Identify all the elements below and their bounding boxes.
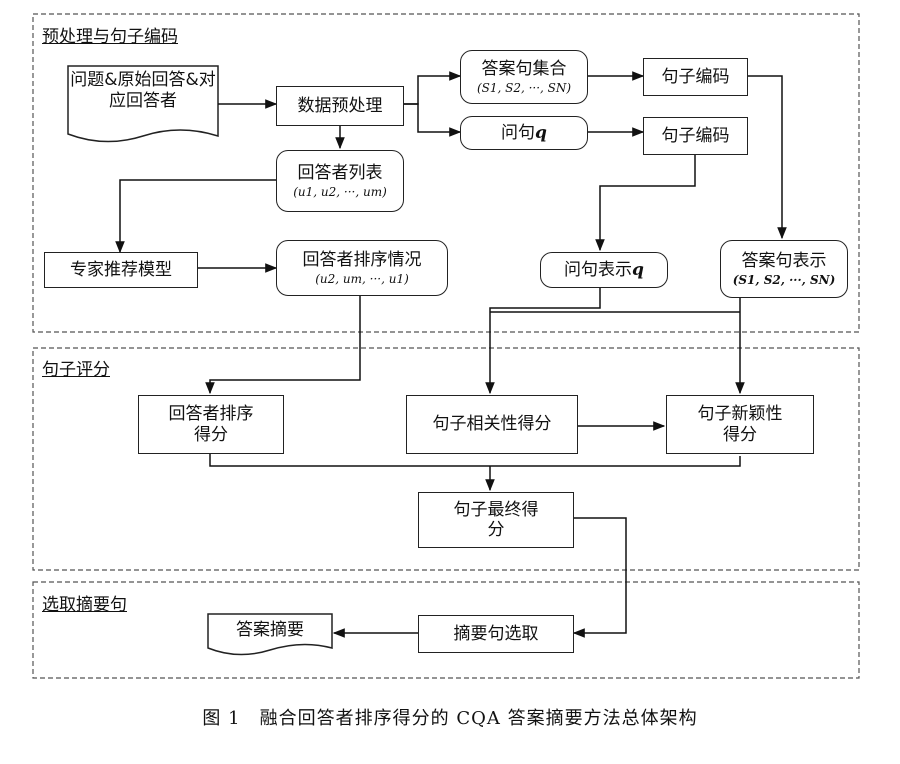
node-expert-model-label: 专家推荐模型 [70,259,172,280]
section-scoring-frame [32,347,860,571]
node-question-repr-var: q [632,259,644,280]
arrow-preprocess-to-answerset [404,71,462,105]
input-document-shape [67,65,219,143]
node-answer-set-sub: (S1, S2, ···, SN) [476,81,572,95]
node-final-score: 句子最终得分 [418,492,574,548]
node-answer-repr: 答案句表示 (S1, S2, ···, SN) [720,240,848,298]
node-question-repr-label: 问句表示 [564,259,633,280]
node-preprocess-label: 数据预处理 [297,95,383,116]
figure-caption: 图 1 融合回答者排序得分的 CQA 答案摘要方法总体架构 [202,708,698,729]
node-novelty-score: 句子新颖性得分 [666,395,814,454]
node-answerer-list-label: 回答者列表 [297,162,383,183]
section-label-scoring: 句子评分 [42,360,110,380]
node-question-label: 问句 [501,122,536,143]
node-answerer-rank-label: 回答者排序情况 [302,249,422,270]
node-answerer-list: 回答者列表 (u1, u2, ···, um) [276,150,404,212]
node-relevance-score: 句子相关性得分 [406,395,578,454]
connector-scores-to-final [209,454,741,467]
node-rank-score: 回答者排序得分 [138,395,284,454]
node-expert-model: 专家推荐模型 [44,252,198,288]
arrow-final-to-select [572,517,627,638]
arrow-reprs-to-relevance [485,288,601,395]
arrow-encode-to-questionrepr [595,155,696,252]
node-preprocess: 数据预处理 [276,86,404,126]
node-question: 问句 q [460,116,588,150]
section-selection-frame [32,581,860,679]
arrow-preprocess-to-question [404,103,462,137]
node-select-label: 摘要句选取 [453,623,539,644]
node-question-repr: 问句表示 q [540,252,668,288]
node-final-score-label: 句子最终得分 [453,499,539,540]
section-label-preprocess: 预处理与句子编码 [42,27,178,47]
node-novelty-score-label: 句子新颖性得分 [697,404,783,445]
node-select: 摘要句选取 [418,615,574,653]
node-answer-set-label: 答案句集合 [481,58,567,79]
node-answerer-rank: 回答者排序情况 (u2, um, ···, u1) [276,240,448,296]
node-relevance-score-label: 句子相关性得分 [432,414,552,435]
arrow-encode-to-answerrepr [748,75,787,240]
node-input-document: 问题&原始回答&对应回答者 [70,70,216,112]
node-answerer-list-sub: (u1, u2, ···, um) [293,185,387,199]
node-question-var: q [535,122,547,143]
node-summary-document: 答案摘要 [236,620,304,640]
arrow-answererlist-to-expert [115,179,276,254]
section-label-selection: 选取摘要句 [42,595,127,615]
node-answer-repr-sub: (S1, S2, ···, SN) [732,273,836,287]
summary-document-shape [207,613,333,656]
arrow-rank-to-rankscore [205,296,361,395]
node-rank-score-label: 回答者排序得分 [168,404,254,445]
node-encode-question: 句子编码 [643,117,748,155]
node-answerer-rank-sub: (u2, um, ···, u1) [315,272,409,286]
node-encode-answers-label: 句子编码 [661,66,730,87]
node-encode-question-label: 句子编码 [661,125,730,146]
node-answer-set: 答案句集合 (S1, S2, ···, SN) [460,50,588,104]
section-preprocess-frame [32,13,860,333]
node-encode-answers: 句子编码 [643,58,748,96]
node-answer-repr-label: 答案句表示 [741,250,827,271]
